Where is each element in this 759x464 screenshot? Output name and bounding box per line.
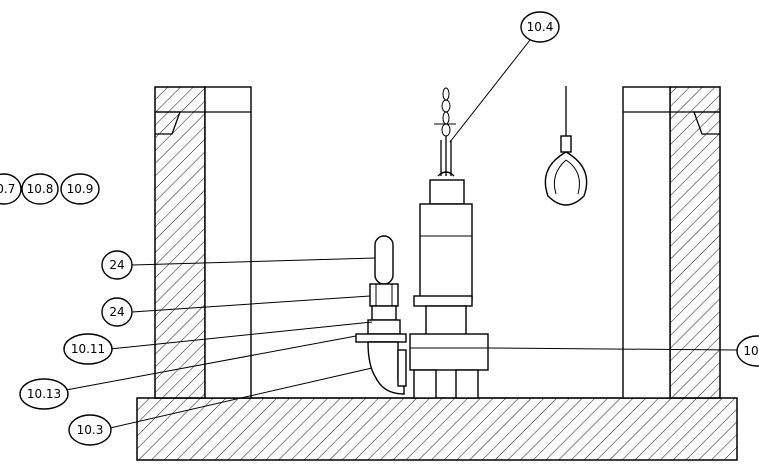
discharge-assembly — [355, 235, 407, 395]
motor-lower-ring — [413, 295, 473, 307]
callout-24-vent: 24 — [101, 250, 133, 280]
float-switch — [544, 86, 588, 206]
svg-text:10.9: 10.9 — [67, 182, 94, 196]
right-inner-wall — [622, 86, 671, 399]
lifting-chain — [434, 87, 456, 177]
right-cover-frame — [693, 111, 720, 135]
volute-casing — [409, 333, 489, 371]
submersible-pump — [409, 179, 489, 399]
callout-10-11: 10.11 — [63, 333, 113, 365]
left-inner-wall — [204, 86, 252, 399]
callout-24-valve: 24 — [101, 297, 133, 327]
leader-lines — [65, 39, 738, 429]
callout-10-8: 10.8 — [21, 173, 59, 205]
svg-text:24: 24 — [109, 305, 124, 319]
svg-text:10.7: 10.7 — [0, 182, 15, 196]
check-valve — [369, 283, 399, 307]
pump-neck — [425, 305, 467, 337]
svg-text:10.3: 10.3 — [77, 423, 104, 437]
vent-pipe — [374, 235, 394, 285]
gate-valve — [371, 305, 397, 321]
svg-text:10.13: 10.13 — [27, 387, 61, 401]
callout-10-9: 10.9 — [60, 173, 100, 205]
callout-10-3: 10.3 — [68, 414, 112, 446]
callout-10-7: 10.7 — [0, 173, 22, 205]
pump-foot-left — [413, 369, 437, 399]
pump-foot-right — [455, 369, 479, 399]
callout-10-13: 10.13 — [19, 378, 69, 410]
pump-top-cap — [429, 179, 465, 205]
svg-text:10.11: 10.11 — [71, 342, 105, 356]
svg-text:10.8: 10.8 — [27, 182, 54, 196]
callout-10-right: 10 — [736, 335, 759, 367]
svg-text:10: 10 — [743, 344, 758, 358]
left-cover-frame — [155, 111, 181, 135]
motor-housing — [419, 203, 473, 301]
pipe-segment — [367, 319, 401, 335]
svg-text:24: 24 — [109, 258, 124, 272]
concrete-pit — [136, 86, 738, 461]
callout-10-4: 10.4 — [520, 11, 560, 43]
pipe-flange — [355, 333, 407, 343]
outlet-flange — [397, 349, 407, 387]
svg-text:10.4: 10.4 — [527, 20, 554, 34]
base-slab — [136, 397, 738, 461]
